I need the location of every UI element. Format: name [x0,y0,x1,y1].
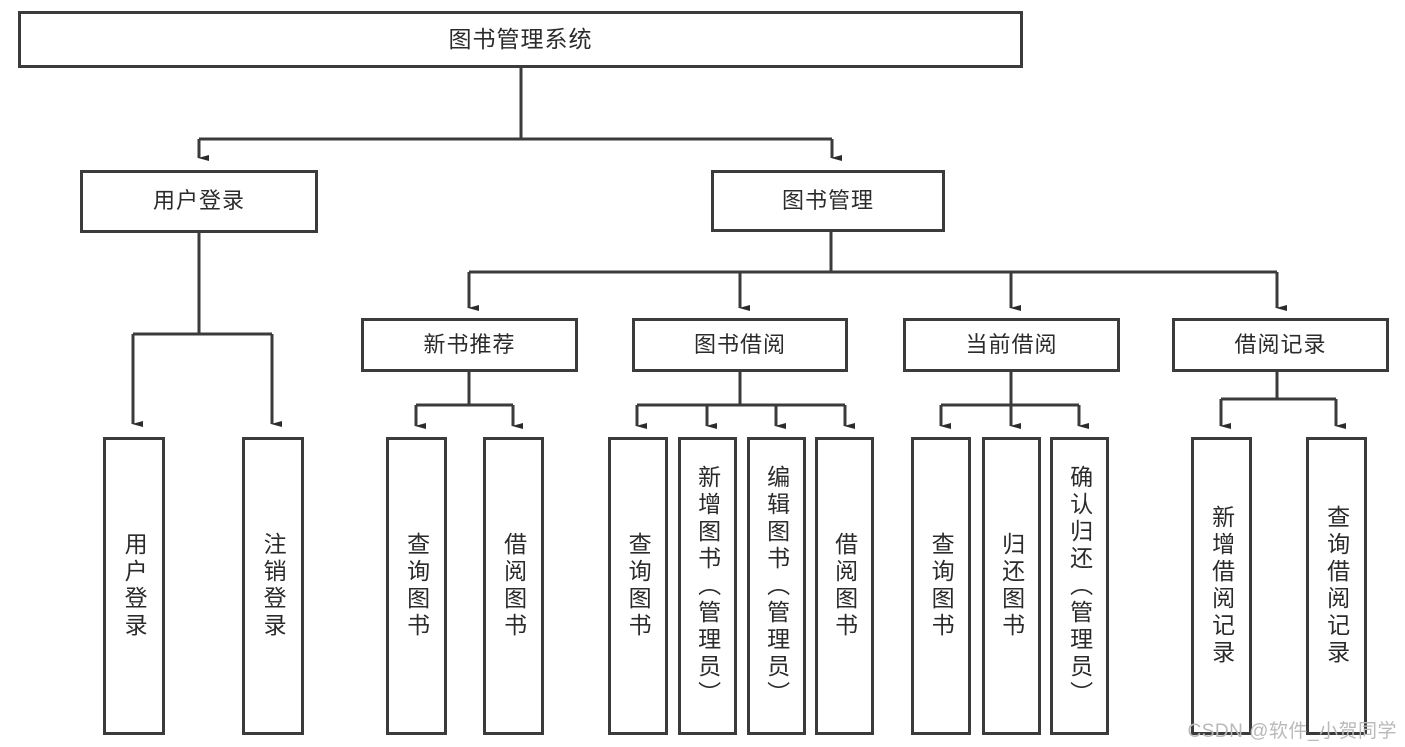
leaf-add-book-admin[interactable]: 新增图书（管理员） [678,437,737,735]
node-label: 借阅图书 [831,532,858,640]
node-label: 用户登录 [121,532,148,640]
node-label: 归还图书 [998,532,1025,640]
leaf-edit-book-admin[interactable]: 编辑图书（管理员） [747,437,806,735]
leaf-query-book-current[interactable]: 查询图书 [911,437,971,735]
node-book-management[interactable]: 图书管理 [711,170,945,232]
leaf-add-borrow-record[interactable]: 新增借阅记录 [1191,437,1252,735]
leaf-logout-login[interactable]: 注销登录 [242,437,304,735]
leaf-confirm-return-admin[interactable]: 确认归还（管理员） [1050,437,1109,735]
leaf-user-login[interactable]: 用户登录 [103,437,165,735]
node-label: 新书推荐 [423,331,516,357]
leaf-borrow-book[interactable]: 借阅图书 [815,437,874,735]
watermark-text: CSDN @软件_小贺同学 [1187,721,1397,742]
node-root-book-management-system[interactable]: 图书管理系统 [18,11,1023,68]
node-label: 确认归还（管理员） [1066,464,1093,708]
node-label: 图书管理系统 [448,25,593,52]
node-label: 借阅图书 [500,532,527,640]
node-label: 新增借阅记录 [1208,505,1235,667]
node-label: 当前借阅 [965,331,1058,357]
node-label: 图书管理 [781,187,874,213]
node-label: 查询图书 [928,532,955,640]
node-label: 图书借阅 [693,331,786,357]
node-label: 用户登录 [152,188,245,214]
node-label: 查询图书 [625,532,652,640]
leaf-return-book[interactable]: 归还图书 [982,437,1041,735]
node-borrow-record[interactable]: 借阅记录 [1172,318,1389,372]
node-book-borrow[interactable]: 图书借阅 [632,318,848,372]
node-label: 借阅记录 [1234,331,1327,357]
node-label: 查询图书 [403,532,430,640]
node-label: 注销登录 [260,532,287,640]
node-label: 查询借阅记录 [1323,505,1350,667]
leaf-query-book-borrow[interactable]: 查询图书 [608,437,668,735]
leaf-query-borrow-record[interactable]: 查询借阅记录 [1306,437,1367,735]
node-current-borrow[interactable]: 当前借阅 [903,318,1120,372]
node-user-login[interactable]: 用户登录 [80,170,318,233]
leaf-query-book-recommend[interactable]: 查询图书 [386,437,447,735]
node-label: 新增图书（管理员） [694,464,721,708]
node-label: 编辑图书（管理员） [763,464,790,708]
node-new-book-recommend[interactable]: 新书推荐 [361,318,578,372]
leaf-borrow-book-recommend[interactable]: 借阅图书 [483,437,544,735]
